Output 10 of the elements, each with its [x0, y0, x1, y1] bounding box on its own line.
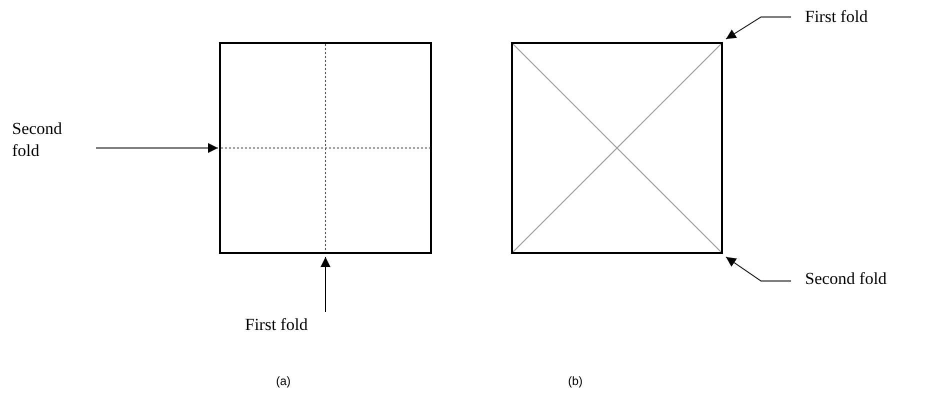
leader-arrow: [96, 143, 218, 153]
leader-arrow: [320, 256, 330, 312]
panel-label: (a): [276, 374, 291, 388]
leader-arrow: [726, 16, 792, 40]
fold-label: Second fold: [805, 268, 887, 290]
panel-label: (b): [568, 374, 583, 388]
fold-label: First fold: [245, 314, 308, 336]
fold-label: First fold: [805, 6, 868, 28]
fold-label: Second fold: [12, 118, 92, 162]
leader-arrow: [726, 256, 792, 282]
